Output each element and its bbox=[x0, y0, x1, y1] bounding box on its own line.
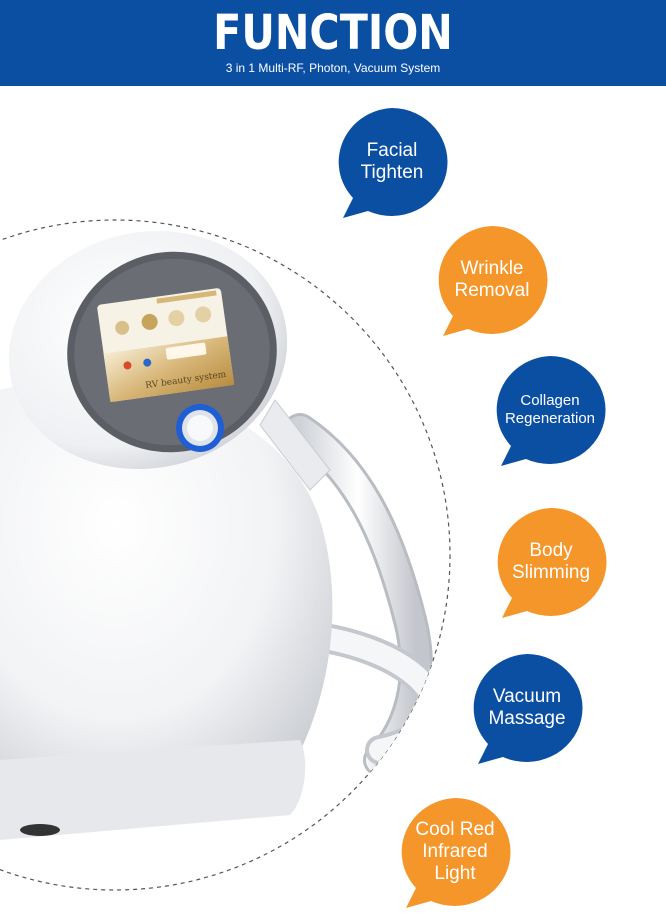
device-image: RV beauty system bbox=[0, 219, 451, 891]
function-bubble-body-slimming: Body Slimming bbox=[492, 508, 610, 618]
function-label: Facial Tighten bbox=[360, 140, 424, 183]
speech-bubble-icon bbox=[338, 108, 448, 218]
dashed-circle-outline bbox=[0, 219, 451, 891]
speech-bubble-icon bbox=[496, 356, 606, 466]
function-bubble-wrinkle-removal: Wrinkle Removal bbox=[433, 226, 551, 336]
speech-bubble-icon bbox=[497, 508, 607, 618]
header-banner: FUNCTION 3 in 1 Multi-RF, Photon, Vacuum… bbox=[0, 0, 666, 86]
function-label: Collagen Regeneration bbox=[504, 392, 596, 427]
page-title: FUNCTION bbox=[213, 5, 453, 61]
speech-bubble-icon bbox=[473, 654, 583, 764]
function-label: Cool Red Infrared Light bbox=[415, 819, 495, 884]
function-label: Body Slimming bbox=[511, 540, 591, 583]
page-subtitle: 3 in 1 Multi-RF, Photon, Vacuum System bbox=[225, 61, 441, 75]
function-label: Vacuum Massage bbox=[488, 686, 566, 729]
function-bubble-collagen-regeneration: Collagen Regeneration bbox=[491, 356, 609, 466]
function-bubble-cool-red-infrared-light: Cool Red Infrared Light bbox=[396, 798, 514, 908]
function-bubble-vacuum-massage: Vacuum Massage bbox=[468, 654, 586, 764]
function-label: Wrinkle Removal bbox=[454, 258, 530, 301]
speech-bubble-icon bbox=[438, 226, 548, 336]
function-bubble-facial-tighten: Facial Tighten bbox=[333, 108, 451, 218]
speech-bubble-icon bbox=[401, 798, 511, 908]
